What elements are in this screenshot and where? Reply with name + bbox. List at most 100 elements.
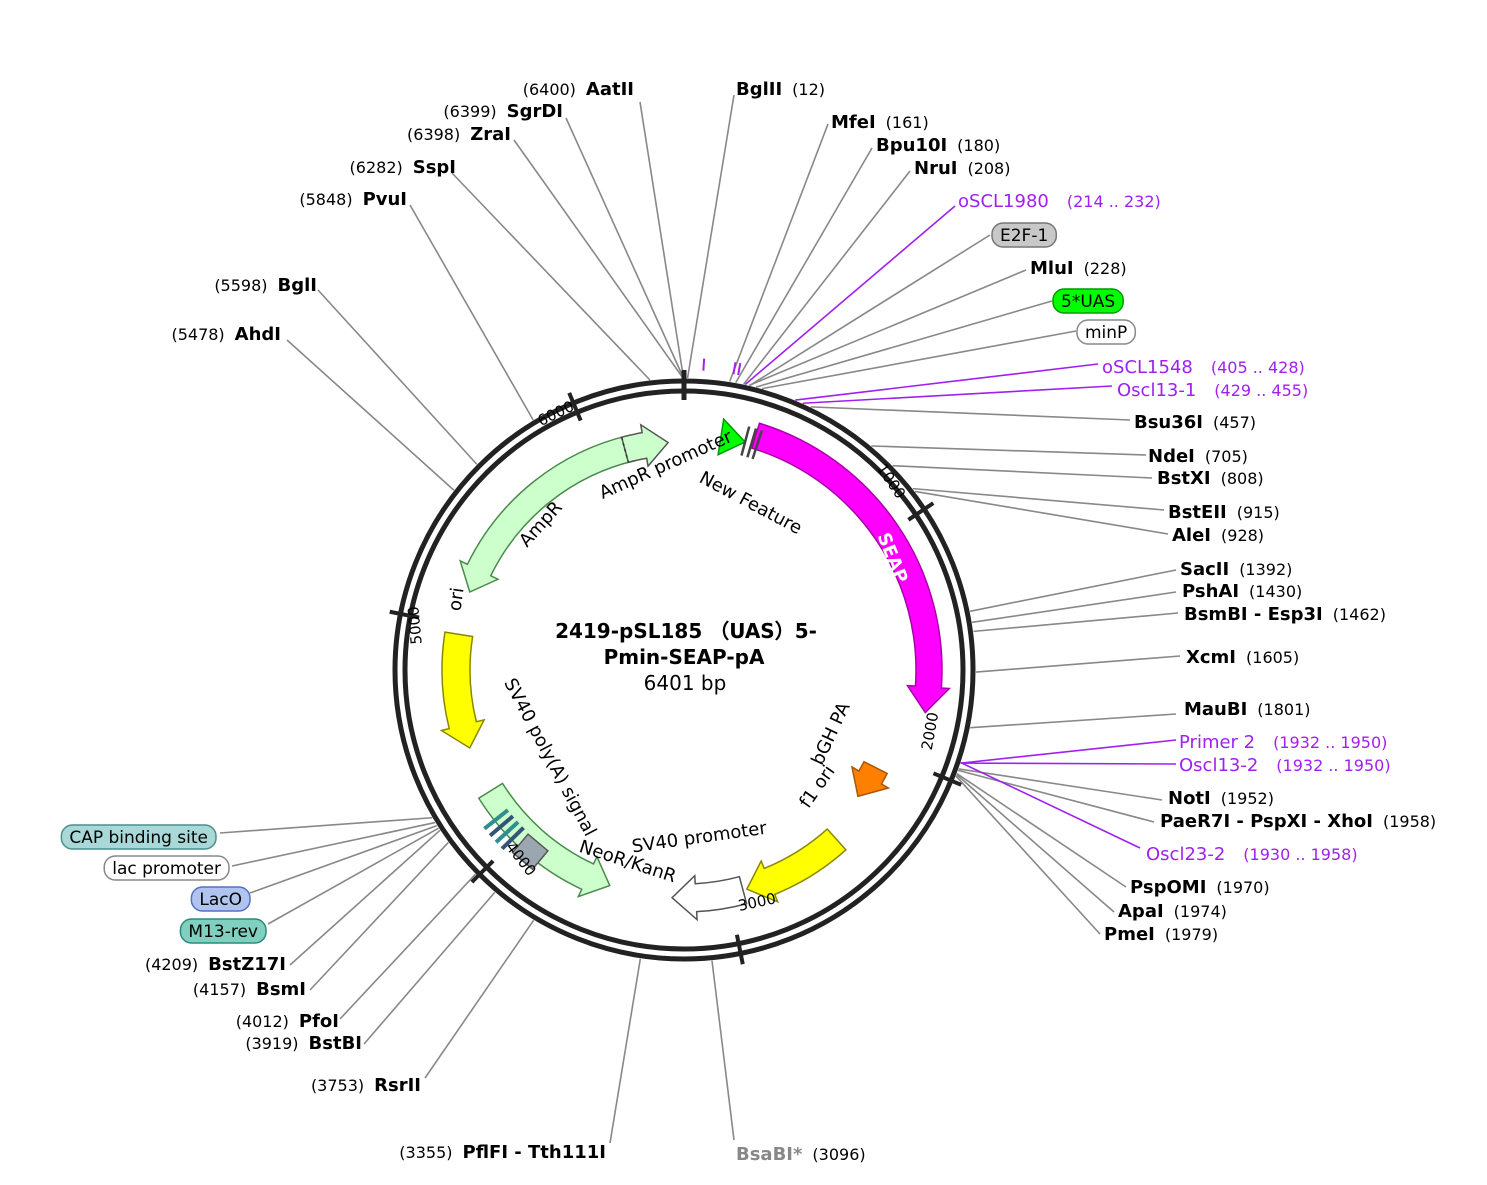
leader-line [912,487,1165,511]
site-left-rsrii[interactable]: RsrII(3753) [311,1075,421,1096]
feature-box-m13-rev[interactable]: M13-rev [179,918,267,944]
leader-line [973,612,1179,633]
enzyme-name: NdeI [1148,446,1195,467]
site-left-bgli[interactable]: BglI(5598) [214,275,317,296]
site-left-sgrdi[interactable]: SgrDI(6399) [443,101,563,122]
site-right-bglii[interactable]: BglII(12) [736,79,825,100]
primer-position: (1932 .. 1950) [1273,733,1387,752]
primer-oscl23-2[interactable]: Oscl23-2(1930 .. 1958) [1146,844,1358,865]
leader-line [755,300,1053,388]
enzyme-name: RsrII [374,1075,421,1096]
site-right-noti[interactable]: NotI(1952) [1168,788,1274,809]
site-left-aatii[interactable]: AatII(6400) [523,79,634,100]
site-right-pmei[interactable]: PmeI(1979) [1104,924,1218,945]
site-right-xcmi[interactable]: XcmI(1605) [1186,647,1299,668]
feature-box-label: minP [1085,323,1127,343]
tick-label: 2000 [918,711,942,752]
enzyme-position: (3355) [399,1143,452,1162]
plasmid-title-line2: Pmin-SEAP-pA [604,645,765,669]
site-right-sacii[interactable]: SacII(1392) [1180,559,1292,580]
site-left-bstbi[interactable]: BstBI(3919) [245,1033,362,1054]
primer-oscl1980[interactable]: oSCL1980(214 .. 232) [958,191,1161,212]
enzyme-position: (5598) [214,276,267,295]
site-right-bsu36i[interactable]: Bsu36I(457) [1134,412,1256,433]
leader-line [960,762,1177,765]
leader-line [219,816,433,834]
leader-line [609,958,642,1144]
primer-bind-marker [737,362,742,376]
site-left-sspi[interactable]: SspI (6282) [350,157,456,178]
feature-label-sv40-promoter: SV40 promoter [630,818,768,858]
enzyme-name: SspI [413,157,456,178]
leader-line [960,739,1177,764]
lac-region-marker [488,814,515,838]
feature-box-label: CAP binding site [69,828,208,848]
tick-mark [907,501,935,522]
enzyme-name: ApaI [1118,901,1164,922]
enzyme-position: (4157) [193,980,246,999]
feature-box-laco[interactable]: LacO [190,886,251,912]
minp-marker [740,426,751,456]
site-right-nrui[interactable]: NruI(208) [914,158,1010,179]
feature-arrows [439,358,952,922]
site-right-paer7i-pspxi-xhoi[interactable]: PaeR7I - PspXI - XhoI(1958) [1160,811,1436,832]
site-right-apai[interactable]: ApaI (1974) [1118,901,1227,922]
feature-box-shape [190,886,251,912]
site-left-pflfi-tth111i[interactable]: PflFI - Tth111I(3355) [399,1142,606,1163]
leader-line [639,101,685,379]
enzyme-position: (1974) [1174,902,1227,921]
feature-box-shape [991,222,1058,248]
site-right-bsteii[interactable]: BstEII(915) [1168,502,1280,523]
sv40-promoter-arrow [670,874,748,922]
enzyme-name: PfoI [299,1011,339,1032]
site-right-ndei[interactable]: NdeI(705) [1148,446,1248,467]
site-right-mfei[interactable]: MfeI(161) [831,112,929,133]
feature-box-shape [103,855,230,881]
leader-line [971,591,1177,624]
enzyme-name: BstXI [1157,468,1211,489]
primer-primer-2[interactable]: Primer 2(1932 .. 1950) [1179,732,1387,753]
enzyme-name: PshAI [1182,581,1239,602]
feature-box-5-uas[interactable]: 5*UAS [1052,288,1124,314]
site-right-pspomi[interactable]: PspOMI(1970) [1130,877,1270,898]
leader-line [795,363,1099,401]
site-right-bpu10i[interactable]: Bpu10I(180) [876,135,1000,156]
site-right-bsmbi-esp3i[interactable]: BsmBI - Esp3I(1462) [1184,604,1386,625]
site-left-pfoi[interactable]: PfoI(4012) [236,1011,339,1032]
enzyme-position: (3096) [812,1145,865,1164]
feature-box-lac-promoter[interactable]: lac promoter [103,855,230,881]
site-bottom-bsabi[interactable]: BsaBI*(3096) [736,1144,866,1165]
leader-line [970,713,1177,729]
site-right-pshai[interactable]: PshAI(1430) [1182,581,1302,602]
leader-line [975,655,1181,673]
enzyme-position: (5478) [171,325,224,344]
leader-line [956,774,1115,913]
enzyme-name: PmeI [1104,924,1155,945]
site-left-bstz17i[interactable]: BstZ17I(4209) [145,954,286,975]
primer-oscl13-2[interactable]: Oscl13-2(1932 .. 1950) [1179,755,1391,776]
leader-line [424,919,535,1079]
enzyme-position: (228) [1084,259,1127,278]
site-left-zrai[interactable]: ZraI(6398) [407,124,511,145]
tick-mark [932,771,962,787]
site-right-mlui[interactable]: MluI(228) [1030,258,1127,279]
enzyme-position: (6282) [350,158,403,177]
primer-oscl13-1[interactable]: Oscl13-1(429 .. 455) [1117,380,1308,401]
site-left-pvui[interactable]: PvuI(5848) [299,189,407,210]
site-left-bsmi[interactable]: BsmI(4157) [193,979,306,1000]
minp-marker [751,429,764,460]
site-right-alei[interactable]: AleI(928) [1172,525,1264,546]
primer-oscl1548[interactable]: oSCL1548(405 .. 428) [1102,357,1305,378]
feature-box-cap-binding-site[interactable]: CAP binding site [60,824,217,850]
feature-box-e2f-1[interactable]: E2F-1 [991,222,1058,248]
site-right-bstxi[interactable]: BstXI(808) [1157,468,1264,489]
feature-label-bgh-pa: bGH PA [807,698,854,768]
enzyme-name: SgrDI [507,101,563,122]
site-left-ahdi[interactable]: AhdI(5478) [171,324,281,345]
site-right-maubi[interactable]: MauBI(1801) [1184,699,1311,720]
feature-box-minp[interactable]: minP [1076,319,1137,345]
leader-line [958,768,1163,801]
primer-bind-marker [732,362,737,375]
feature-box-shape [1076,319,1137,345]
enzyme-position: (457) [1213,413,1256,432]
